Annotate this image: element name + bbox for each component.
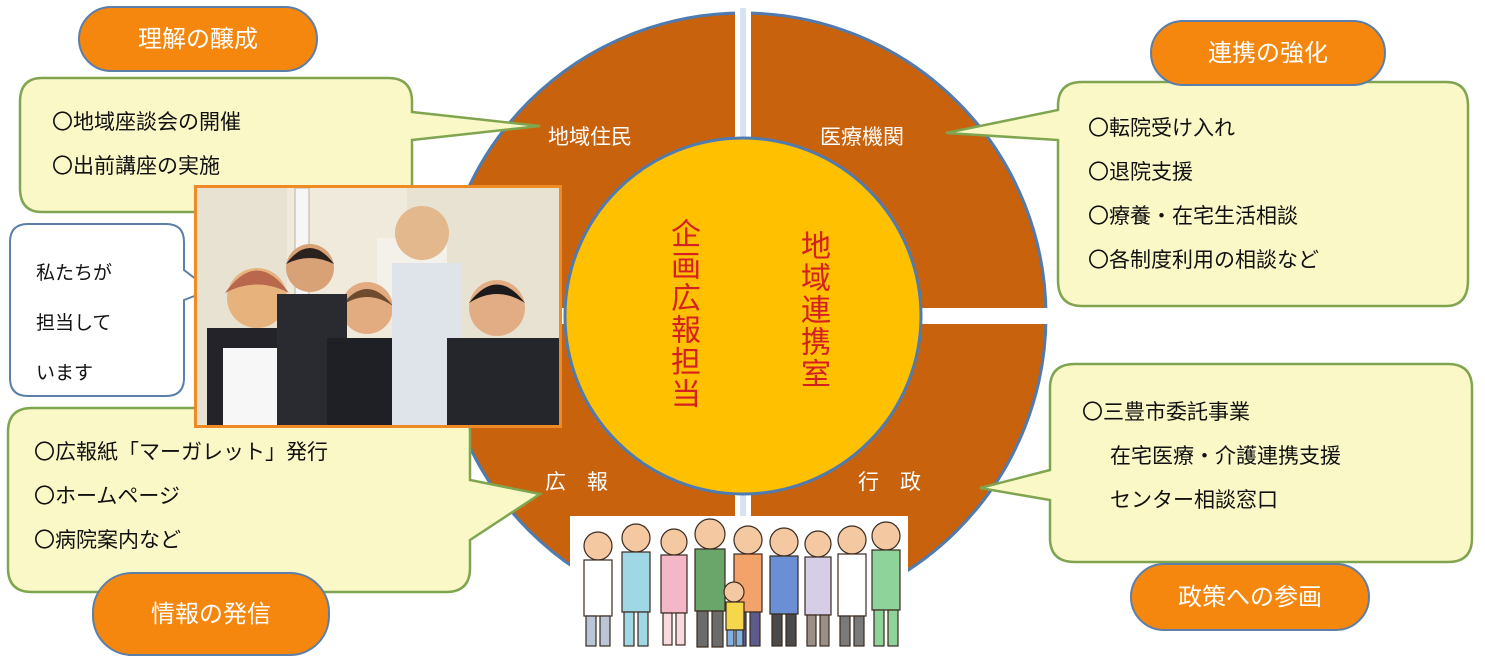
speech-line: 担当して [36, 312, 112, 334]
callout-bottom-left-text: 〇広報紙「マーガレット」発行 〇ホームページ 〇病院案内など [34, 430, 328, 562]
pill-bottom-right: 政策への参画 [1130, 563, 1370, 631]
center-text-right: 地域連携室 [795, 230, 830, 390]
callout-top-right [945, 80, 1470, 308]
callout-bottom-right-text: 〇三豊市委託事業 在宅医療・介護連携支援 センター相談窓口 [1082, 390, 1341, 522]
callout-line: 〇療養・在宅生活相談 [1088, 204, 1298, 228]
callout-top-left-text: 〇地域座談会の開催 〇出前講座の実施 [52, 100, 241, 188]
pill-top-right: 連携の強化 [1150, 20, 1386, 86]
speech-line: います [36, 362, 94, 384]
speech-line: 私たちが [36, 262, 113, 284]
callout-line: 〇転院受け入れ [1088, 116, 1235, 140]
segment-label-bottom-right: 行 政 [858, 470, 921, 494]
callout-line: 〇地域座談会の開催 [52, 110, 241, 134]
people-group-icon [570, 516, 908, 650]
staff-photo-illustration [197, 188, 559, 425]
pill-bottom-left: 情報の発信 [92, 572, 330, 656]
callout-line: 在宅医療・介護連携支援 [1110, 444, 1341, 468]
callout-line: 〇各制度利用の相談など [1088, 248, 1319, 272]
staff-photo [194, 185, 562, 428]
callout-line: 〇三豊市委託事業 [1082, 400, 1250, 424]
people-illustration [570, 516, 908, 650]
speech-text: 私たちが 担当して います [36, 248, 112, 398]
center-circle [563, 136, 923, 496]
callout-line: 〇出前講座の実施 [52, 154, 220, 178]
callout-line: センター相談窓口 [1110, 488, 1278, 512]
callout-line: 〇広報紙「マーガレット」発行 [34, 440, 328, 464]
segment-label-top-right: 医療機関 [820, 125, 904, 149]
center-text-left: 企画広報担当 [665, 218, 700, 410]
segment-label-bottom-left: 広 報 [545, 470, 608, 494]
segment-label-top-left: 地域住民 [548, 125, 632, 149]
pill-top-left: 理解の醸成 [78, 6, 318, 72]
callout-line: 〇病院案内など [34, 528, 181, 552]
speech-bubble [9, 223, 213, 397]
callout-top-right-text: 〇転院受け入れ 〇退院支援 〇療養・在宅生活相談 〇各制度利用の相談など [1088, 106, 1319, 282]
callout-line: 〇退院支援 [1088, 160, 1193, 184]
callout-line: 〇ホームページ [34, 484, 180, 508]
callout-bottom-right [979, 362, 1474, 564]
